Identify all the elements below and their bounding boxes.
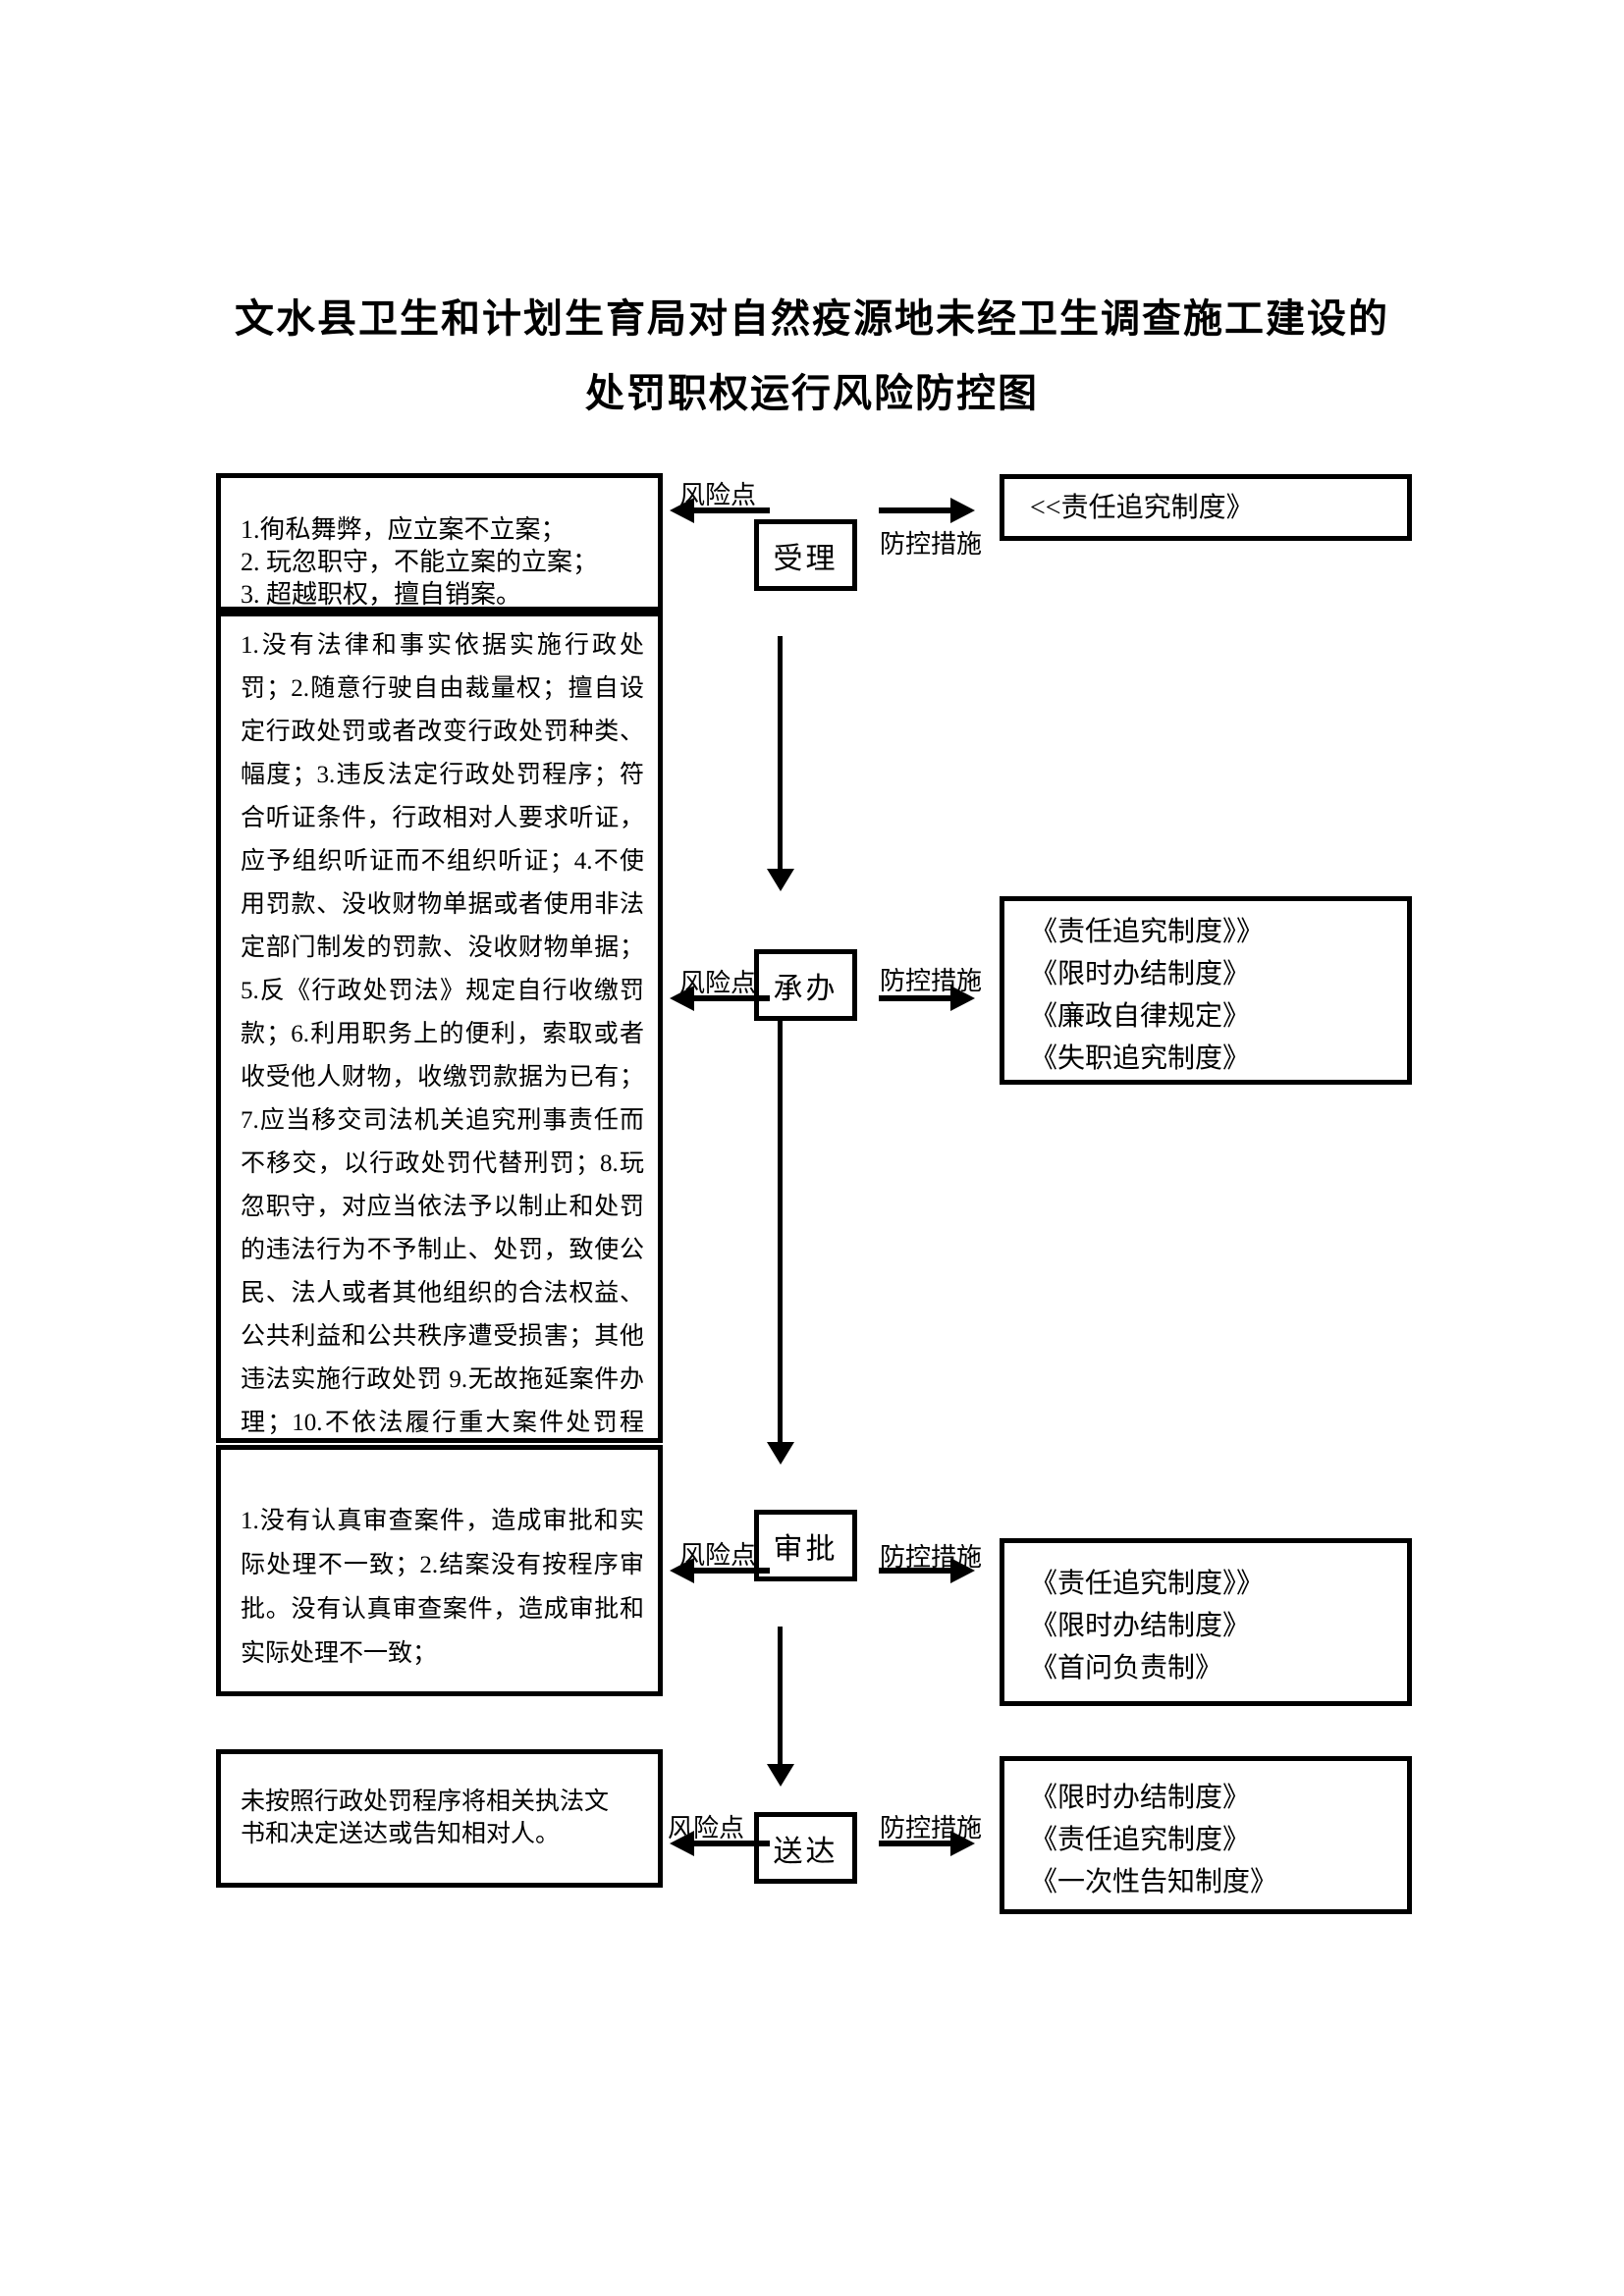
- step-box-handle: 承办: [754, 949, 857, 1021]
- measure-text-line: 《责任追究制度》》: [1030, 1569, 1265, 1599]
- arrow-right-stem-2: [879, 995, 951, 1001]
- measure-box-deliver: 《限时办结制度》《责任追究制度》《一次性告知制度》: [1000, 1756, 1412, 1914]
- arrow-left-head-icon: [670, 1831, 694, 1856]
- risk-text-line: 批。没有认真审查案件，造成审批和: [241, 1596, 644, 1623]
- flow-arrow-down-stem-2: [778, 1021, 783, 1443]
- measure-text-line: 《限时办结制度》: [1030, 1783, 1251, 1813]
- risk-text-line: 定行政处罚或者改变行政处罚种类、: [241, 719, 644, 745]
- arrow-left-stem-1: [691, 507, 770, 513]
- arrow-left-stem-2: [691, 995, 770, 1001]
- risk-text-line: 的违法行为不予制止、处罚，致使公: [241, 1237, 644, 1263]
- control-measures-label-3: 防控措施: [880, 1543, 983, 1572]
- risk-text-line: 书和决定送达或告知相对人。: [241, 1821, 561, 1847]
- risk-text-line: 理；10.不依法履行重大案件处罚程: [241, 1410, 644, 1436]
- risk-text-line: 5.反《行政处罚法》规定自行收缴罚: [241, 978, 644, 1004]
- page-title-line1: 文水县卫生和计划生育局对自然疫源地未经卫生调查施工建设的: [235, 297, 1389, 341]
- risk-text-line: 收受他人财物，收缴罚款据为已有；: [241, 1064, 644, 1091]
- measure-text-line: 《廉政自律规定》: [1030, 1001, 1251, 1032]
- measure-text-line: 《责任追究制度》》: [1030, 917, 1265, 947]
- risk-text-line: 定部门制发的罚款、没收财物单据；: [241, 934, 644, 961]
- arrow-right-head-icon: [950, 498, 975, 523]
- risk-box-handle: 1.没有法律和事实依据实施行政处罚；2.随意行驶自由裁量权；擅自设定行政处罚或者…: [216, 612, 663, 1443]
- flow-arrow-down-stem-3: [778, 1627, 783, 1765]
- arrow-down-head-icon: [767, 1442, 794, 1465]
- risk-text-line: 1.徇私舞弊，应立案不立案；: [241, 515, 567, 544]
- step-box-deliver: 送达: [754, 1812, 857, 1884]
- risk-text-line: 1.没有法律和事实依据实施行政处: [241, 632, 644, 659]
- measure-text-line: 《失职追究制度》: [1030, 1043, 1251, 1074]
- arrow-left-head-icon: [670, 498, 694, 523]
- risk-text-line: 不移交，以行政处罚代替刑罚；8.玩: [241, 1150, 644, 1177]
- risk-text-line: 2. 玩忽职守，不能立案的立案；: [241, 548, 599, 576]
- control-measures-label-1: 防控措施: [880, 530, 983, 559]
- page-title-line2: 处罚职权运行风险防控图: [585, 372, 1039, 415]
- risk-box-deliver: 未按照行政处罚程序将相关执法文书和决定送达或告知相对人。: [216, 1749, 663, 1888]
- risk-text-line: 忽职守，对应当依法予以制止和处罚: [241, 1194, 644, 1220]
- arrow-right-head-icon: [950, 1558, 975, 1583]
- risk-text-line: 用罚款、没收财物单据或者使用非法: [241, 891, 644, 918]
- risk-text-line: 违法实施行政处罚 9.无故拖延案件办: [241, 1366, 644, 1393]
- arrow-right-head-icon: [950, 986, 975, 1011]
- control-measures-label-2: 防控措施: [880, 967, 983, 995]
- measure-box-approve: 《责任追究制度》》《限时办结制度》《首问负责制》: [1000, 1538, 1412, 1706]
- risk-text-line: 3. 超越职权，擅自销案。: [241, 580, 522, 609]
- risk-text-line: 1.没有认真审查案件，造成审批和实: [241, 1508, 644, 1534]
- risk-text-line: 实际处理不一致；: [241, 1640, 438, 1667]
- flow-arrow-down-stem-1: [778, 636, 783, 870]
- arrow-right-stem-1: [879, 507, 951, 513]
- measure-text-line: 《限时办结制度》: [1030, 1611, 1251, 1641]
- risk-text-line: 款；6.利用职务上的便利，索取或者: [241, 1021, 644, 1047]
- risk-text-line: 合听证条件，行政相对人要求听证，: [241, 805, 644, 831]
- arrow-down-head-icon: [767, 1764, 794, 1787]
- measure-text-line: 《首问负责制》: [1030, 1653, 1223, 1683]
- measure-text-line: 《责任追究制度》: [1030, 1825, 1251, 1855]
- risk-text-line: 7.应当移交司法机关追究刑事责任而: [241, 1107, 644, 1134]
- measure-box-handle: 《责任追究制度》》《限时办结制度》《廉政自律规定》《失职追究制度》: [1000, 896, 1412, 1085]
- risk-text-line: 民、法人或者其他组织的合法权益、: [241, 1280, 644, 1307]
- risk-text-line: 幅度；3.违反法定行政处罚程序；符: [241, 762, 644, 788]
- step-box-accept: 受理: [754, 519, 857, 591]
- arrow-left-stem-3: [691, 1568, 770, 1574]
- measure-text-line: <<责任追究制度》: [1030, 492, 1254, 523]
- risk-text-line: 罚；2.随意行驶自由裁量权；擅自设: [241, 675, 644, 702]
- risk-text-line: 际处理不一致；2.结案没有按程序审: [241, 1552, 644, 1578]
- arrow-left-stem-4: [691, 1841, 770, 1846]
- arrow-right-head-icon: [950, 1831, 975, 1856]
- measure-box-accept: <<责任追究制度》: [1000, 474, 1412, 541]
- risk-box-accept: 1.徇私舞弊，应立案不立案； 2. 玩忽职守，不能立案的立案； 3. 超越职权，擅自…: [216, 473, 663, 612]
- risk-box-approve: 1.没有认真审查案件，造成审批和实际处理不一致；2.结案没有按程序审批。没有认真…: [216, 1445, 663, 1696]
- measure-text-line: 《限时办结制度》: [1030, 959, 1251, 989]
- arrow-left-head-icon: [670, 986, 694, 1011]
- control-measures-label-4: 防控措施: [880, 1814, 983, 1842]
- risk-text-line: 公共利益和公共秩序遭受损害；其他: [241, 1323, 644, 1350]
- arrow-right-stem-3: [879, 1568, 951, 1574]
- risk-text-line: 应予组织听证而不组织听证；4.不使: [241, 848, 644, 875]
- measure-text-line: 《一次性告知制度》: [1030, 1867, 1278, 1897]
- arrow-left-head-icon: [670, 1558, 694, 1583]
- arrow-down-head-icon: [767, 869, 794, 891]
- step-box-approve: 审批: [754, 1510, 857, 1581]
- arrow-right-stem-4: [879, 1841, 951, 1846]
- risk-text-line: 未按照行政处罚程序将相关执法文: [241, 1789, 610, 1815]
